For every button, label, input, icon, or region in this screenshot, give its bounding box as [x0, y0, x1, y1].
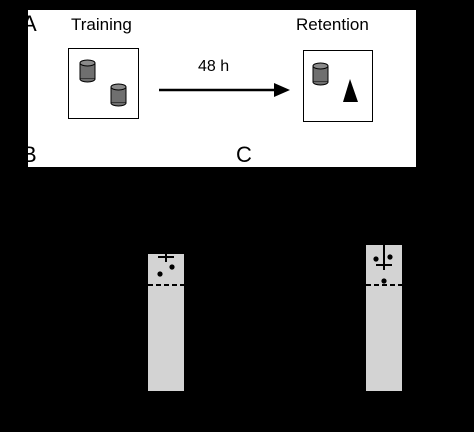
retention-arena	[303, 50, 373, 122]
panel-a-letter: A	[22, 11, 37, 36]
panel-c-data-point	[381, 278, 387, 284]
panel-a: A Training Retention 48 h	[22, 10, 416, 167]
right-arrow-icon	[159, 83, 290, 97]
retention-objects	[312, 62, 358, 102]
panel-c-data-point	[373, 256, 379, 262]
training-arena	[68, 48, 139, 119]
triangle-object-icon	[343, 79, 358, 102]
retention-title: Retention	[296, 15, 369, 34]
panel-b-data-point	[169, 264, 175, 270]
panel-c-error-bar-top	[366, 243, 402, 270]
training-objects	[79, 59, 127, 107]
cylinder-object-icon	[312, 62, 329, 86]
panel-b-bar	[148, 254, 184, 391]
panel-b-letter: B	[22, 142, 37, 167]
panel-b-data-point	[157, 271, 163, 277]
panel-b-error-bar	[158, 246, 174, 262]
panel-c-data-point	[387, 254, 393, 260]
cylinder-object-icon	[110, 83, 127, 107]
training-title: Training	[71, 15, 132, 34]
delay-label: 48 h	[198, 58, 230, 75]
cylinder-object-icon	[79, 59, 96, 83]
panel-c-letter: C	[236, 142, 252, 167]
